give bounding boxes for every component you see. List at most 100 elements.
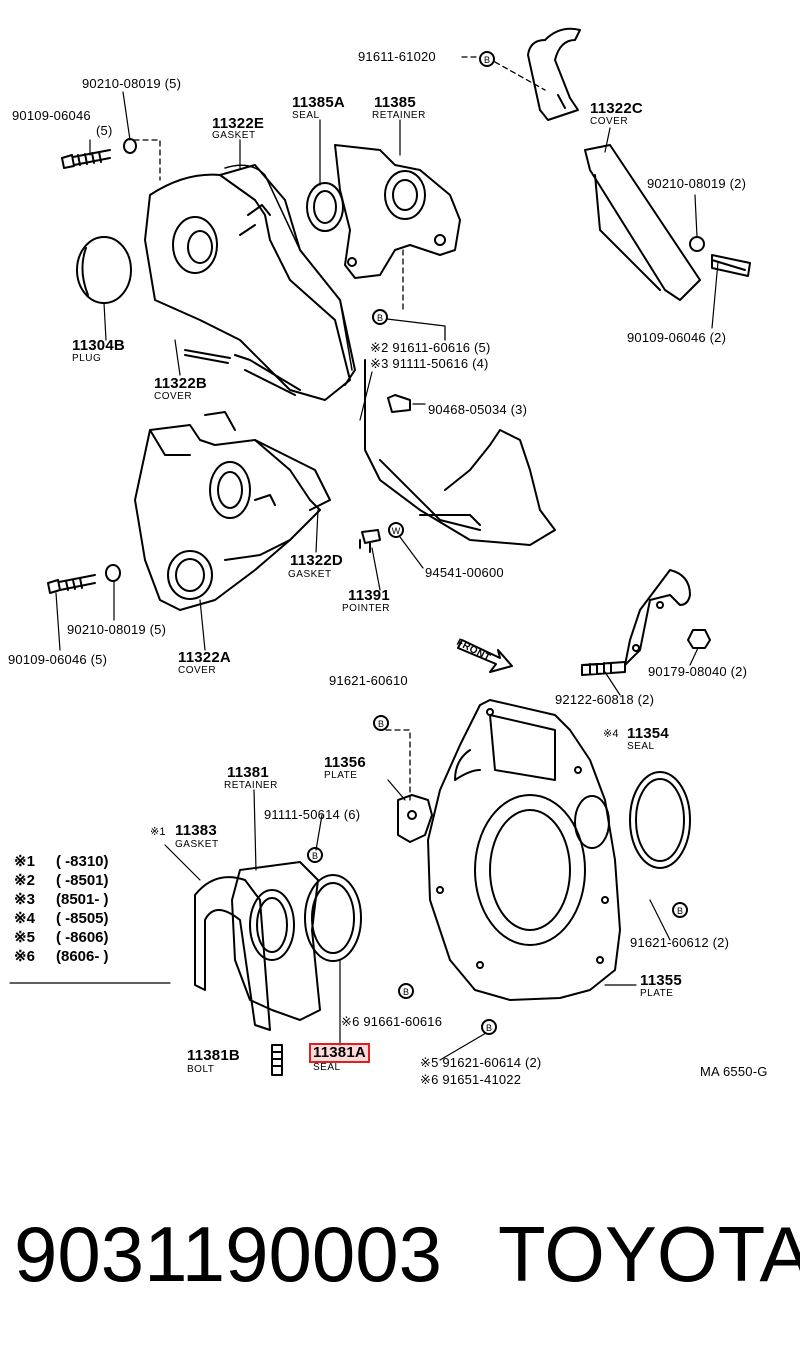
callout-11355: 11355 (640, 972, 682, 989)
note-range: ( -8505) (56, 910, 109, 927)
callout-91621-60612: 91621-60612 (2) (630, 935, 730, 950)
svg-text:B: B (312, 851, 318, 861)
retainer-11381-drawing (231, 861, 321, 1021)
svg-text:B: B (378, 719, 384, 729)
callout-91621-60614: ※5 91621-60614 (2) (420, 1055, 542, 1070)
seal-11385a-drawing (306, 182, 344, 232)
callout-11322b: 11322B (154, 375, 207, 392)
bolt-11381b-drawing (271, 1044, 283, 1076)
label-plate-55: PLATE (640, 988, 674, 999)
callout-90109-06046-5-bottom: 90109-06046 (5) (8, 652, 108, 667)
cover-11322a-drawing (134, 411, 331, 611)
callout-11383: 11383 (175, 822, 217, 839)
label-seal-a: SEAL (292, 110, 320, 121)
label-cover-a: COVER (178, 665, 217, 676)
b-circle-icon-2 (372, 309, 388, 325)
front-arrow-icon (457, 639, 513, 673)
plug-11304b-drawing (76, 236, 132, 304)
callout-11322d: 11322D (290, 552, 343, 569)
leader-lines (9, 91, 719, 1061)
callout-91111-50616: ※3 91111-50616 (4) (370, 356, 489, 371)
callout-11381: 11381 (227, 764, 269, 781)
svg-text:B: B (677, 906, 683, 916)
callout-94541-00600: 94541-00600 (425, 565, 504, 580)
label-retainer-top: RETAINER (372, 110, 426, 121)
callout-11385: 11385 (374, 94, 416, 111)
plate-11355-drawing (427, 699, 621, 1001)
callout-11381a-highlighted[interactable]: 11381A (309, 1043, 370, 1063)
callout-90109-06046-qty: (5) (96, 123, 113, 138)
seal-11354-drawing (629, 771, 691, 869)
note-row: ※3 (8501- ) (14, 891, 166, 909)
note-mark: ※2 (14, 872, 35, 889)
note-range: (8606- ) (56, 948, 109, 965)
bolt-washer-top-left (61, 138, 161, 181)
callout-11354: 11354 (627, 725, 669, 742)
plate-11356-drawing (397, 794, 433, 843)
note-row: ※1( -8310) (14, 853, 166, 871)
callout-91111-50614: 91111-50614 (6) (264, 807, 361, 822)
callout-90210-08019-2: 90210-08019 (2) (647, 176, 747, 191)
pointer-11391-drawing (359, 529, 381, 553)
svg-text:B: B (403, 987, 409, 997)
label-plug: PLUG (72, 353, 102, 364)
callout-11385a: 11385A (292, 94, 345, 111)
gasket-11383-drawing (194, 876, 271, 1031)
note-row: ※4 ( -8505) (14, 910, 166, 928)
cover-11322b-drawing (144, 164, 356, 401)
w-circle-icon (388, 522, 404, 538)
label-retainer-81: RETAINER (224, 780, 278, 791)
callout-91661-60616: ※6 91661-60616 (341, 1014, 443, 1029)
note-mark: ※4 (14, 910, 35, 927)
svg-text:B: B (486, 1023, 492, 1033)
callout-11322a: 11322A (178, 649, 231, 666)
callout-11322c: 11322C (590, 100, 643, 117)
note-row: ※5 ( -8606) (14, 929, 166, 947)
label-seal-54: SEAL (627, 741, 655, 752)
label-cover-b: COVER (154, 391, 193, 402)
mark-11383: ※1 (150, 826, 166, 838)
note-mark: ※3 (14, 891, 35, 908)
note-mark: ※6 (14, 948, 35, 965)
retainer-11385-drawing (334, 144, 461, 279)
footer-brand: TOYOTA (498, 1210, 800, 1298)
svg-text:W: W (392, 526, 401, 536)
callout-11391: 11391 (348, 587, 390, 604)
callout-90179-08040: 90179-08040 (2) (648, 664, 748, 679)
label-gasket-e: GASKET (212, 130, 256, 141)
bolt-washer-lower-left (47, 564, 121, 594)
note-range: (8501- ) (56, 891, 109, 908)
svg-text:B: B (377, 313, 383, 323)
callout-91651-41022: ※6 91651-41022 (420, 1072, 522, 1087)
callout-90468-05034: 90468-05034 (3) (428, 402, 528, 417)
callout-11381b: 11381B (187, 1047, 240, 1064)
mark-11354: ※4 (603, 728, 619, 740)
label-plate-56: PLATE (324, 770, 358, 781)
diagram-code: MA 6550-G (700, 1064, 768, 1079)
label-pointer: POINTER (342, 603, 390, 614)
callout-90109-06046: 90109-06046 (12, 108, 91, 123)
svg-text:B: B (484, 55, 490, 65)
label-seal-81a: SEAL (313, 1062, 341, 1073)
note-range: ( -8501) (56, 872, 109, 889)
callout-11304b: 11304B (72, 337, 125, 354)
callout-91611-61020: 91611-61020 (358, 49, 436, 64)
note-row: ※2 ( -8501) (14, 872, 166, 890)
label-cover-c: COVER (590, 116, 629, 127)
note-mark: ※5 (14, 929, 35, 946)
callout-92122-60818: 92122-60818 (2) (555, 692, 655, 707)
cover-11322c-drawing (527, 27, 751, 301)
note-mark: ※1 (14, 853, 35, 870)
callout-90109-06046-2: 90109-06046 (2) (627, 330, 727, 345)
seal-11381a-drawing (304, 874, 362, 962)
b-circle-icon (479, 51, 495, 67)
callout-90210-08019-5-top: 90210-08019 (5) (82, 76, 182, 91)
callout-91611-60616: ※2 91611-60616 (5) (370, 340, 491, 355)
footer-part-number: 9031190003 (14, 1210, 443, 1298)
callout-91621-60610: 91621-60610 (329, 673, 408, 688)
note-row: ※6 (8606- ) (14, 948, 166, 966)
label-gasket-83: GASKET (175, 839, 219, 850)
note-range: ( -8606) (56, 929, 109, 946)
bracket-drawing (581, 569, 711, 676)
